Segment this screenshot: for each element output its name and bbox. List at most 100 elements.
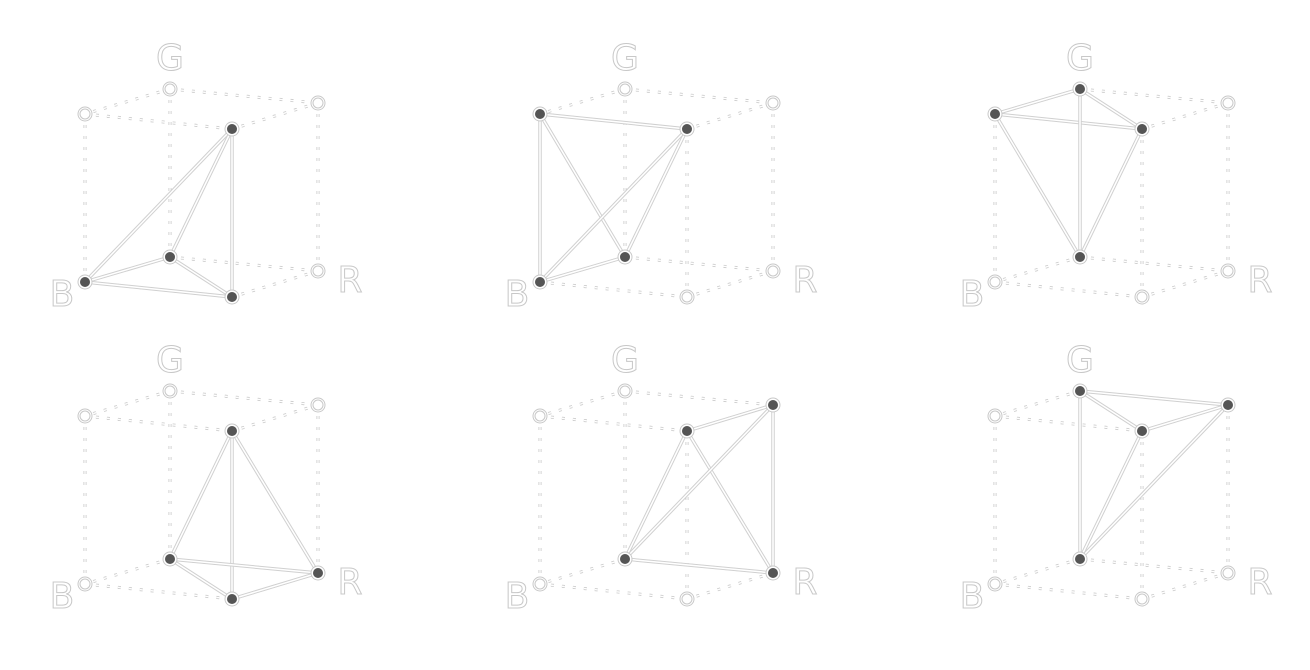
vertex-marker-filled [165, 252, 175, 262]
tetrahedron-edge-inner [169, 256, 233, 298]
cube-edge-inner [84, 113, 233, 130]
axis-label-r: R [1247, 260, 1272, 301]
axis-label-r: R [337, 260, 362, 301]
vertex-marker-open [79, 108, 91, 120]
vertex-marker-filled [768, 568, 778, 578]
axis-label-b: B [960, 274, 985, 315]
cube-edge-inner [84, 88, 171, 115]
vertex-marker-open [164, 83, 176, 95]
axis-label-r: R [1247, 562, 1272, 603]
tetrahedron-edge-inner [169, 558, 319, 574]
tetrahedron-edge-inner [994, 113, 1143, 130]
cube-edge-inner [994, 583, 1143, 600]
tetrahedron-edge-inner [169, 558, 233, 600]
cube-edge-inner [1079, 256, 1229, 272]
tetrahedron-edge-inner [994, 113, 1081, 258]
tetrahedron-edge-inner [539, 113, 688, 130]
cube-edge-inner [84, 390, 171, 417]
vertex-marker-filled [1137, 124, 1147, 134]
vertex-marker-filled [165, 554, 175, 564]
axis-label-g: G [1066, 340, 1094, 381]
tetrahedron-edge-inner [1079, 430, 1143, 560]
vertex-marker-filled [1075, 554, 1085, 564]
vertex-marker-open [312, 265, 324, 277]
vertex-marker-filled [990, 109, 1000, 119]
vertex-marker-filled [682, 426, 692, 436]
vertex-marker-open [312, 399, 324, 411]
tetrahedron-edge-inner [169, 128, 233, 258]
tetrahedron-edge-inner [1079, 390, 1143, 432]
tetrahedron-edge-inner [169, 430, 233, 560]
vertex-marker-open [1222, 567, 1234, 579]
axis-label-g: G [156, 38, 184, 79]
vertex-marker-filled [227, 594, 237, 604]
axis-label-b: B [505, 576, 530, 617]
cube-edge-inner [624, 256, 774, 272]
cube-edge-inner [686, 270, 774, 298]
cube-edge-inner [994, 390, 1081, 417]
color-cube-6: G B R [959, 340, 1273, 618]
cube-edge-inner [231, 404, 319, 432]
axis-label-g: G [611, 38, 639, 79]
axis-label-b: B [50, 576, 75, 617]
cube-edge-inner [84, 583, 233, 600]
cube-edge-inner [1141, 270, 1229, 298]
vertex-marker-filled [1223, 400, 1233, 410]
axis-label-r: R [337, 562, 362, 603]
tetrahedron-edge-inner [624, 404, 774, 560]
vertex-marker-open [681, 593, 693, 605]
tetrahedron-edge-inner [231, 430, 319, 574]
tetrahedron-edge-inner [539, 256, 626, 283]
vertex-marker-filled [227, 292, 237, 302]
cube-edge-inner [539, 88, 626, 115]
cube-edge-inner [624, 390, 774, 406]
tetrahedron-edge-inner [1079, 404, 1229, 560]
vertex-marker-filled [535, 277, 545, 287]
vertex-marker-open [989, 410, 1001, 422]
tetrahedron-edge-inner [539, 128, 688, 283]
vertex-marker-open [681, 291, 693, 303]
cube-edge-inner [1079, 88, 1229, 104]
cube-edge-inner [539, 415, 688, 432]
cube-edge-inner [231, 270, 319, 298]
cube-edge-inner [994, 256, 1081, 283]
vertex-marker-open [1222, 265, 1234, 277]
tetrahedron-edge-inner [994, 88, 1081, 115]
vertex-marker-filled [227, 124, 237, 134]
vertex-marker-filled [620, 554, 630, 564]
cube-edge-inner [84, 558, 171, 585]
axis-label-g: G [611, 340, 639, 381]
tetrahedron-edge-inner [84, 256, 171, 283]
axis-label-b: B [960, 576, 985, 617]
cube-edge-inner [169, 390, 319, 406]
cube-edge-inner [686, 572, 774, 600]
cube-edge-inner [539, 558, 626, 585]
cube-edge-inner [539, 390, 626, 417]
tetrahedron-edge-inner [1141, 404, 1229, 432]
cube-edge-inner [539, 583, 688, 600]
cube-edge-inner [994, 558, 1081, 585]
vertex-marker-open [767, 265, 779, 277]
cube-edge-inner [994, 281, 1143, 298]
vertex-marker-open [1136, 291, 1148, 303]
vertex-marker-open [1222, 97, 1234, 109]
cube-edge-inner [1079, 558, 1229, 574]
vertex-marker-open [79, 410, 91, 422]
vertex-marker-open [534, 410, 546, 422]
vertex-marker-filled [1137, 426, 1147, 436]
axis-label-r: R [792, 562, 817, 603]
tetrahedron-edge-inner [686, 430, 774, 574]
tetrahedron-edge-inner [686, 404, 774, 432]
axis-label-b: B [505, 274, 530, 315]
vertex-marker-open [989, 276, 1001, 288]
vertex-marker-open [1136, 593, 1148, 605]
vertex-marker-filled [313, 568, 323, 578]
cube-edge-inner [686, 102, 774, 130]
cube-edge-inner [1141, 572, 1229, 600]
tetrahedron-edge-inner [1079, 128, 1143, 258]
vertex-marker-open [79, 578, 91, 590]
vertex-marker-open [312, 97, 324, 109]
axis-label-b: B [50, 274, 75, 315]
